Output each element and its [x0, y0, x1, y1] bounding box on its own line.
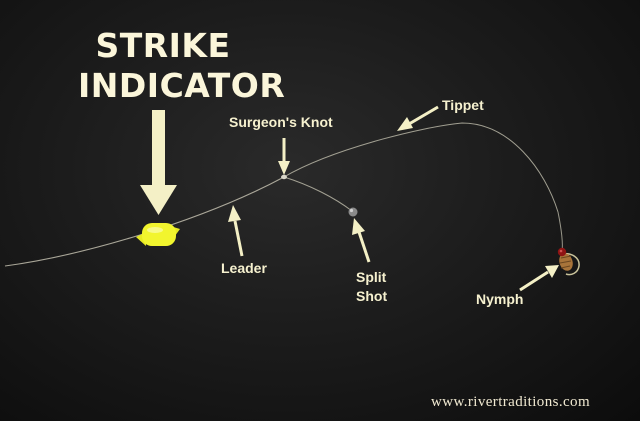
strike-indicator-line2: INDICATOR — [78, 66, 286, 105]
split-shot-line2: Shot — [356, 288, 388, 304]
strike-indicator-line1: STRIKE — [95, 26, 231, 65]
split-shot-line1: Split — [356, 269, 387, 285]
split-shot — [348, 207, 358, 217]
dropper-line — [283, 176, 353, 212]
surgeons-knot-arrow — [278, 138, 290, 175]
nymph-line — [557, 211, 563, 253]
leader-label: Leader — [221, 260, 267, 276]
surgeons-knot — [281, 174, 287, 180]
tippet-line — [283, 122, 559, 213]
split-shot-label: Split Shot — [356, 268, 387, 306]
tippet-label: Tippet — [442, 97, 484, 113]
nymph-label: Nymph — [476, 291, 524, 307]
nymph-arrow — [519, 265, 559, 292]
tippet-arrow — [397, 105, 439, 131]
strike-indicator-arrow — [140, 110, 177, 215]
strike-indicator — [136, 223, 180, 246]
surgeons-knot-label: Surgeon's Knot — [229, 114, 333, 130]
watermark: www.rivertraditions.com — [431, 394, 591, 410]
nymph-fly — [557, 247, 580, 276]
split-shot-arrow — [352, 218, 371, 263]
leader-arrow — [228, 205, 244, 257]
strike-indicator-title: STRIKE INDICATOR — [78, 26, 286, 106]
